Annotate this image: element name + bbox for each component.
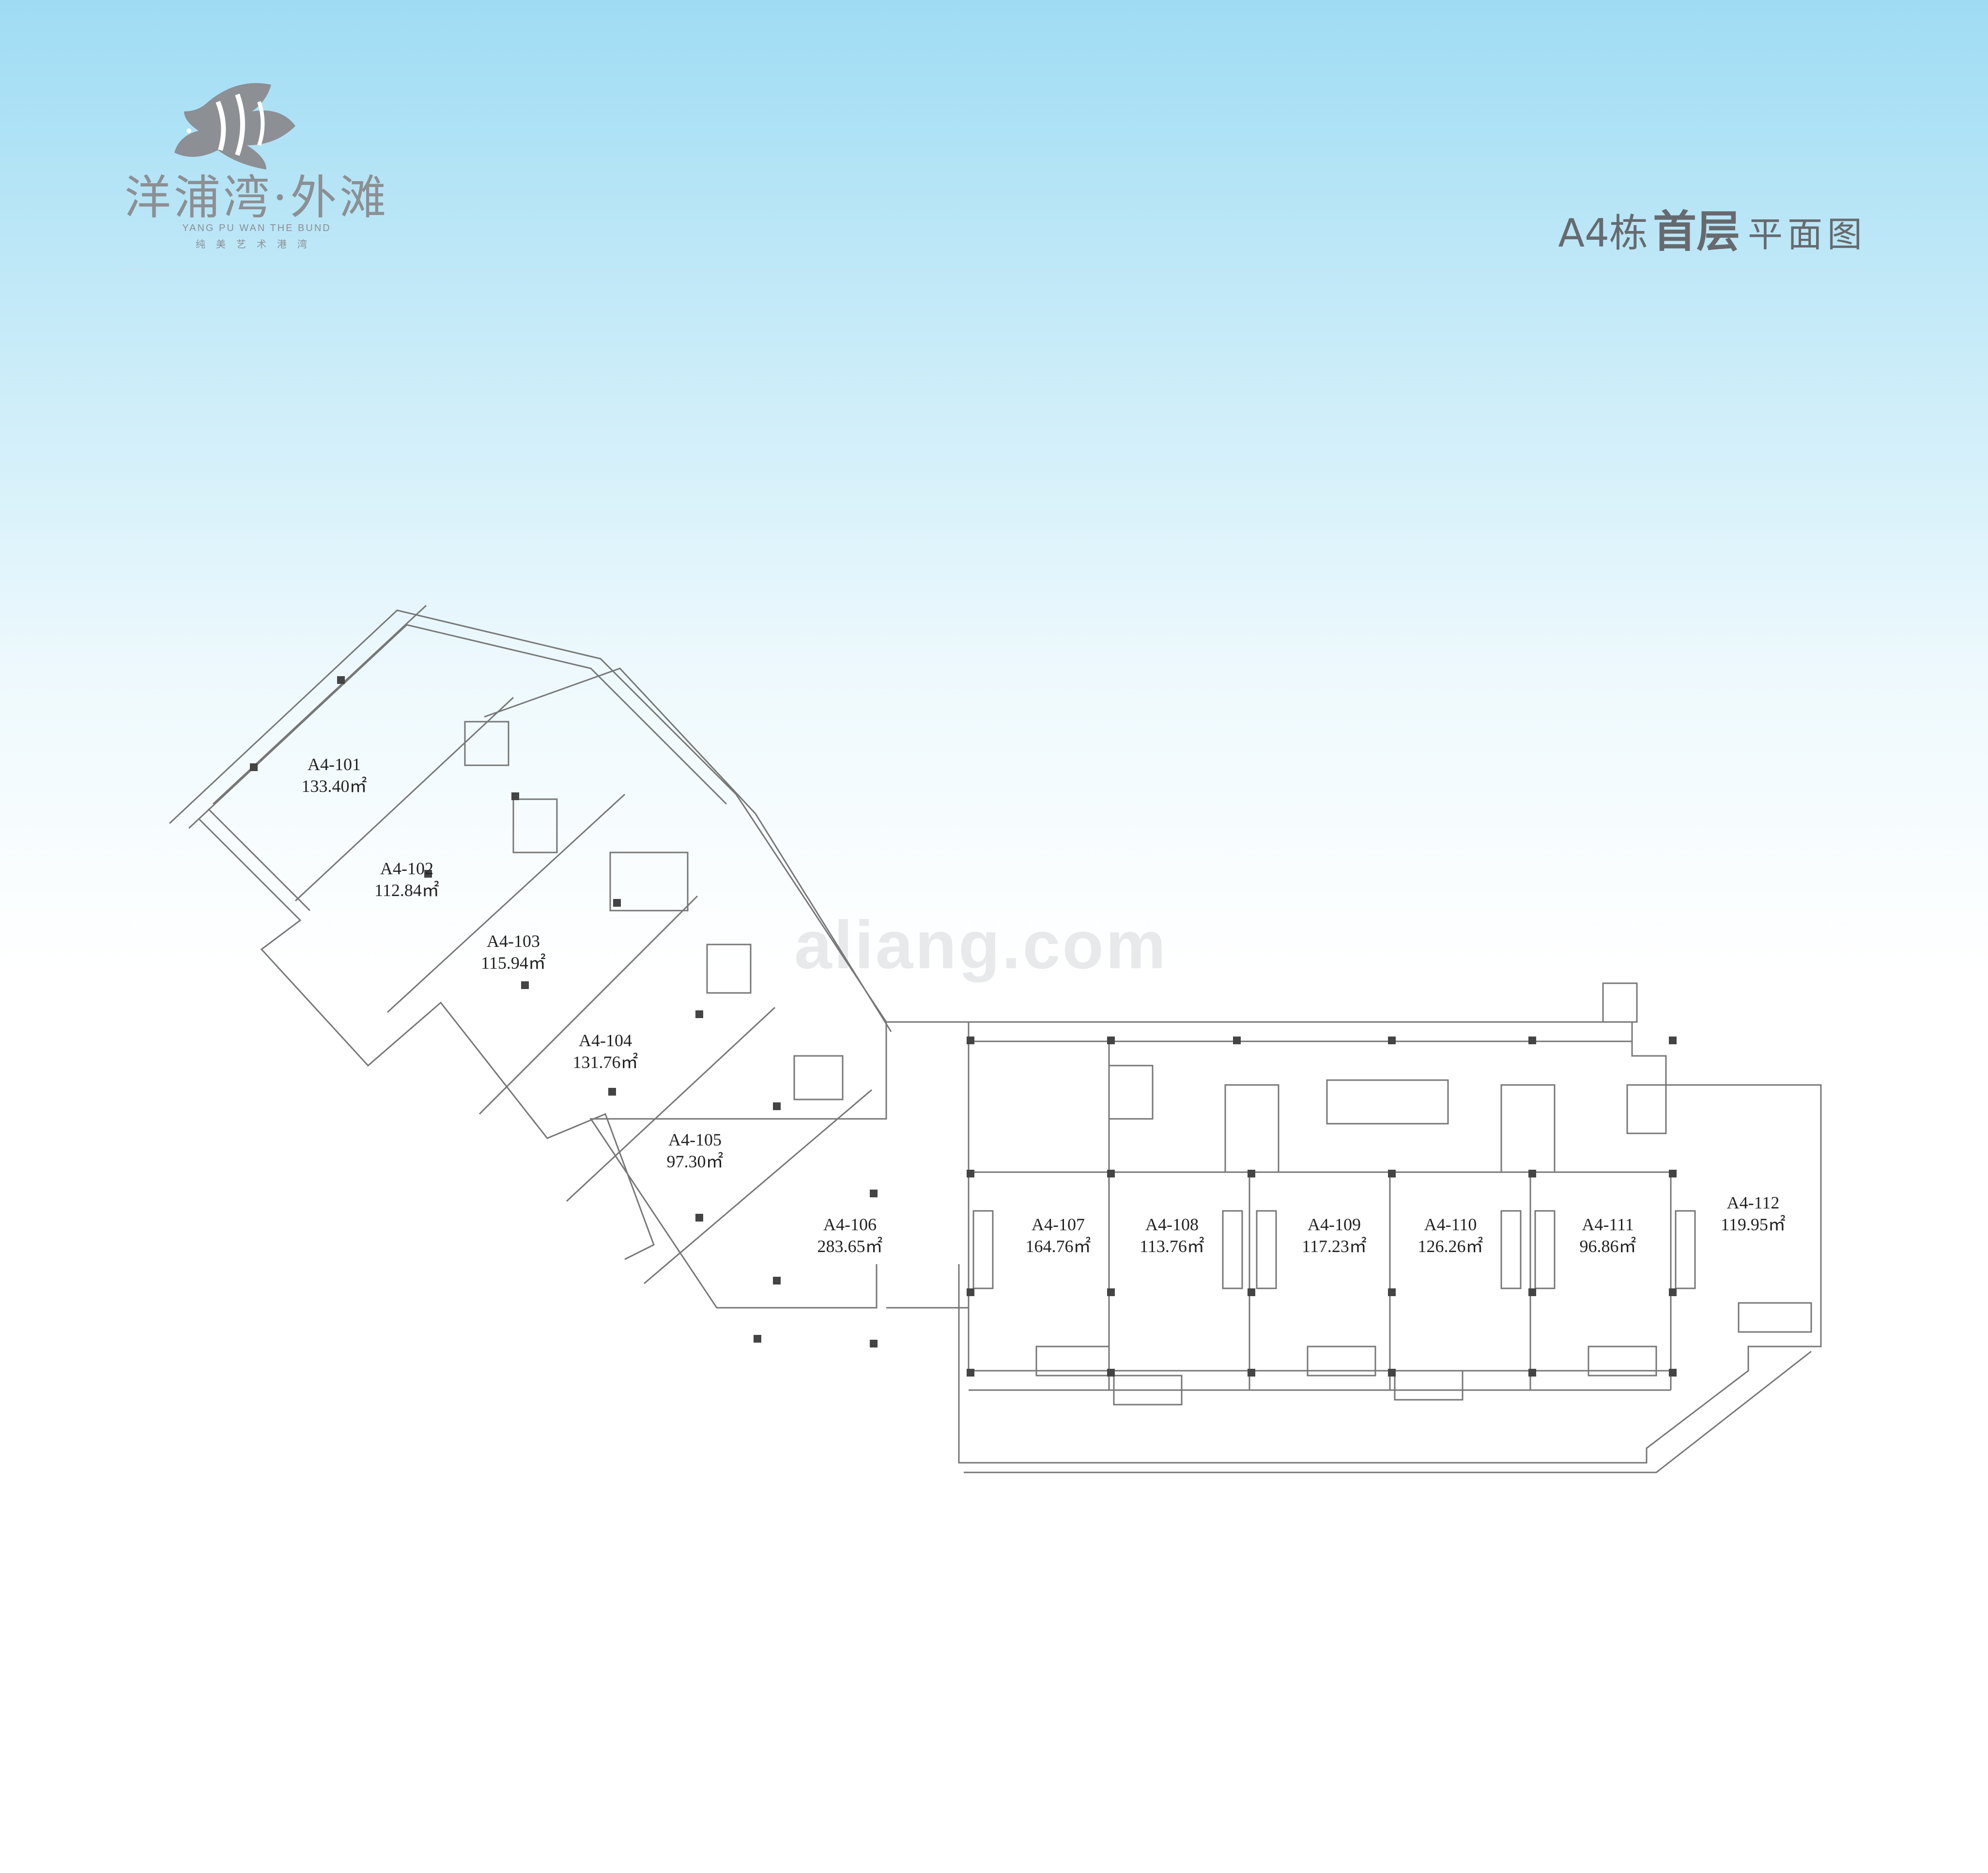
unit-id: A4-105: [668, 1130, 722, 1149]
unit-id: A4-106: [823, 1215, 877, 1234]
unit-id: A4-111: [1582, 1215, 1634, 1234]
unit-area: 117.23㎡: [1302, 1236, 1367, 1256]
unit-id: A4-104: [579, 1031, 632, 1050]
unit-area: 131.76㎡: [572, 1052, 638, 1072]
unit-area: 164.76㎡: [1025, 1236, 1091, 1256]
unit-id: A4-110: [1424, 1215, 1477, 1234]
plan-walls: [169, 604, 1822, 1473]
header-divider: [121, 269, 1867, 271]
unit-area: 126.26㎡: [1418, 1236, 1483, 1256]
unit-area: 283.65㎡: [817, 1236, 882, 1256]
page-title: A4栋首层平面图: [1558, 196, 1867, 259]
unit-id: A4-109: [1308, 1215, 1361, 1234]
unit-area: 113.76㎡: [1140, 1236, 1204, 1256]
brand-name: 洋浦湾·外滩: [124, 170, 389, 225]
unit-area: 112.84㎡: [374, 880, 439, 900]
unit-area: 97.30㎡: [666, 1151, 723, 1171]
unit-id: A4-112: [1727, 1193, 1780, 1212]
unit-id: A4-107: [1032, 1215, 1085, 1234]
unit-area: 96.86㎡: [1579, 1236, 1636, 1256]
floor-label: 首层: [1652, 206, 1740, 257]
brand-english: YANG PU WAN THE BUND: [182, 223, 331, 233]
fish-logo-icon: [174, 83, 295, 170]
building-code: A4栋: [1558, 211, 1648, 256]
plan-label: 平面图: [1747, 214, 1867, 255]
unit-id: A4-101: [308, 755, 361, 774]
watermark: aliang.com: [794, 907, 1168, 983]
plan-columns: [250, 676, 1677, 1377]
brand-slogan: 纯美艺术港湾: [196, 238, 318, 250]
unit-id: A4-103: [487, 931, 540, 951]
unit-area: 119.95㎡: [1721, 1214, 1786, 1234]
unit-id: A4-108: [1145, 1215, 1199, 1234]
unit-area: 115.94㎡: [481, 953, 546, 973]
unit-id: A4-102: [380, 859, 433, 878]
unit-area: 133.40㎡: [301, 776, 367, 796]
